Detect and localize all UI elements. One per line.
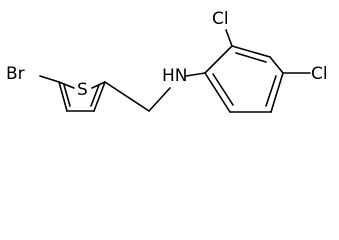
bond-c6-c1 <box>204 72 231 113</box>
bond-c4-c5-inner <box>265 75 277 107</box>
atom-br: Br <box>6 64 25 84</box>
benzene-ring <box>204 45 284 113</box>
thiophene-ring <box>58 81 106 112</box>
bond-c3-c4 <box>269 56 284 74</box>
bond-n-c1 <box>185 72 206 77</box>
bond-c6-c1-inner <box>212 73 234 106</box>
bond-s-c5 <box>58 81 75 89</box>
bond-c5-c4-inner <box>63 84 71 107</box>
bond-ch2-n <box>148 87 171 112</box>
bond-c5-c4 <box>58 81 68 112</box>
atom-nh: HN <box>162 66 188 86</box>
bond-c4-c5 <box>270 72 284 113</box>
bond-c2-c3-inner <box>235 52 267 63</box>
bond-c3-c2-inner <box>90 84 100 107</box>
atom-s: S <box>77 80 88 100</box>
bond-c1-c2 <box>204 45 233 74</box>
bond-c2-c3 <box>231 45 271 58</box>
bond-c5-br <box>39 75 60 83</box>
bond-c2-cl-ortho <box>225 29 233 47</box>
molecule-drawing: Br S HN Cl Cl <box>6 9 328 113</box>
structure-canvas: Br S HN Cl Cl <box>6 9 328 113</box>
atom-cl-para: Cl <box>311 64 328 84</box>
bond-c2-ch2 <box>104 81 150 112</box>
bond-c2-s <box>91 81 106 89</box>
atom-cl-ortho: Cl <box>212 9 229 29</box>
bond-c3-c2 <box>93 81 106 112</box>
